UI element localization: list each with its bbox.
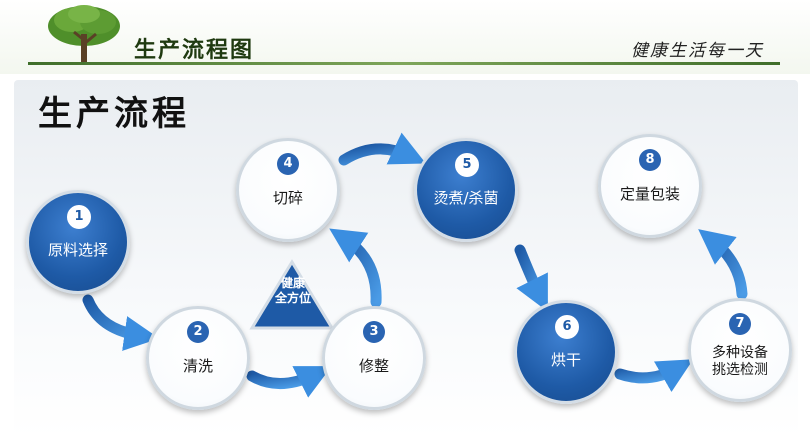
step-number-badge: 7 [729, 313, 751, 335]
step-label: 烘干 [550, 351, 581, 369]
header-title: 生产流程图 [134, 38, 255, 63]
step-1-raw-material-selection: 1 原料选择 [26, 190, 130, 294]
step-3-trimming: 3 修整 [322, 306, 426, 410]
step-2-washing: 2 清洗 [146, 306, 250, 410]
section-title: 生产流程 [38, 94, 190, 134]
tree-logo-icon [48, 5, 120, 64]
arrow-2-to-3 [246, 366, 332, 398]
step-label: 切碎 [272, 189, 303, 207]
step-5-blanching-sterilizing: 5 烫煮/杀菌 [414, 138, 518, 242]
step-number-badge: 2 [187, 321, 209, 343]
arrow-1-to-2 [82, 294, 160, 351]
step-label: 清洗 [182, 357, 213, 375]
step-8-quantitative-packaging: 8 定量包装 [598, 134, 702, 238]
step-number-badge: 5 [455, 153, 479, 177]
center-triangle [249, 259, 335, 330]
arrow-7-to-8 [698, 229, 748, 300]
arrow-3-to-4 [329, 228, 382, 308]
arrow-6-to-7 [614, 359, 694, 393]
step-label: 多种设备 挑选检测 [712, 345, 768, 378]
center-triangle-label: 健康 全方位 [274, 276, 311, 305]
step-label: 定量包装 [619, 185, 680, 203]
step-7-multi-device-inspection: 7 多种设备 挑选检测 [688, 298, 792, 402]
arrow-5-to-6 [514, 244, 548, 312]
step-number-badge: 6 [555, 315, 579, 339]
step-4-chopping: 4 切碎 [236, 138, 340, 242]
step-label: 烫煮/杀菌 [433, 189, 499, 207]
step-number-badge: 3 [363, 321, 385, 343]
step-6-drying: 6 烘干 [514, 300, 618, 404]
step-number-badge: 4 [277, 153, 299, 175]
step-label: 原料选择 [47, 241, 108, 259]
step-label: 修整 [358, 357, 389, 375]
header-band [0, 0, 810, 74]
arrow-4-to-5 [338, 132, 426, 166]
step-number-badge: 1 [67, 205, 91, 229]
header-divider [28, 62, 780, 65]
step-number-badge: 8 [639, 149, 661, 171]
header-slogan: 健康生活每一天 [631, 41, 764, 61]
